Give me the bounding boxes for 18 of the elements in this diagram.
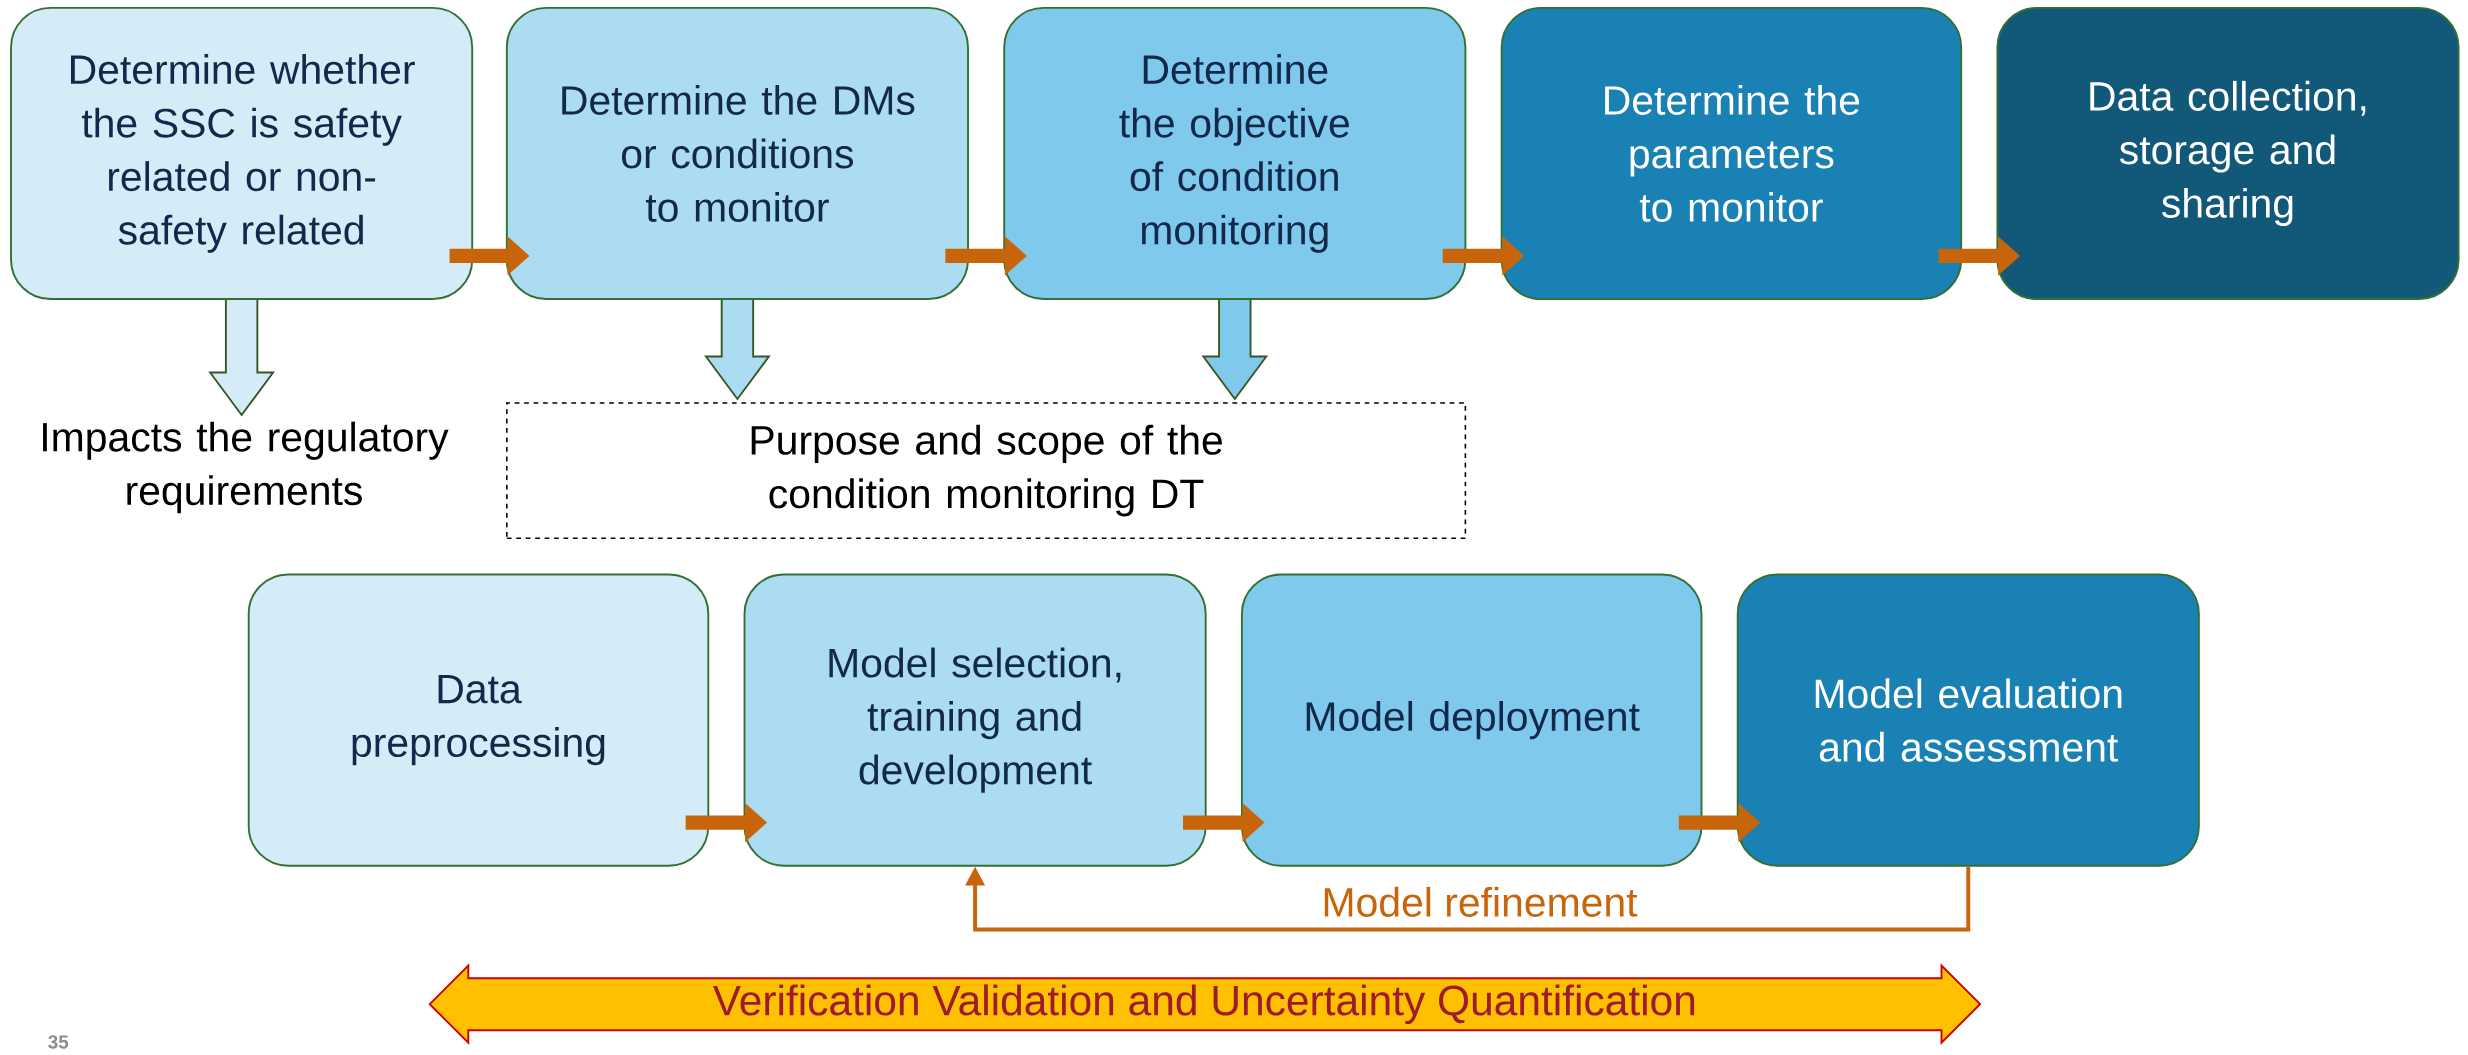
process-box: Data collection, storage and sharing [1996,7,2460,301]
process-box: Model deployment [1240,573,1703,867]
dashed-box: Purpose and scope of the condition monitoring DT [506,402,1467,540]
hollow-arrow [1201,299,1269,401]
process-box: Data preprocessing [247,573,710,867]
hollow-arrow [704,299,771,401]
process-box: Determine the DMs or conditions to monitor [505,7,969,301]
process-box: Determine whether the SSC is safety related or non-safety related [10,7,474,301]
page-number: 35 [48,1035,69,1049]
double-arrow-band: Verification Validation and Uncertainty Quantification [428,963,1982,1046]
process-box: Determine the parameters to monitor [1500,7,1963,301]
edge-label: Model refinement [1318,883,1641,921]
process-box: Determine the objective of condition monitoring [1003,7,1467,301]
process-box: Model selection, training and development [743,573,1207,867]
feedback-arrow [965,866,1971,932]
hollow-arrow [208,299,275,417]
process-box: Model evaluation and assessment [1736,573,2200,867]
annotation-text: Impacts the regulatory requirements [43,421,449,514]
